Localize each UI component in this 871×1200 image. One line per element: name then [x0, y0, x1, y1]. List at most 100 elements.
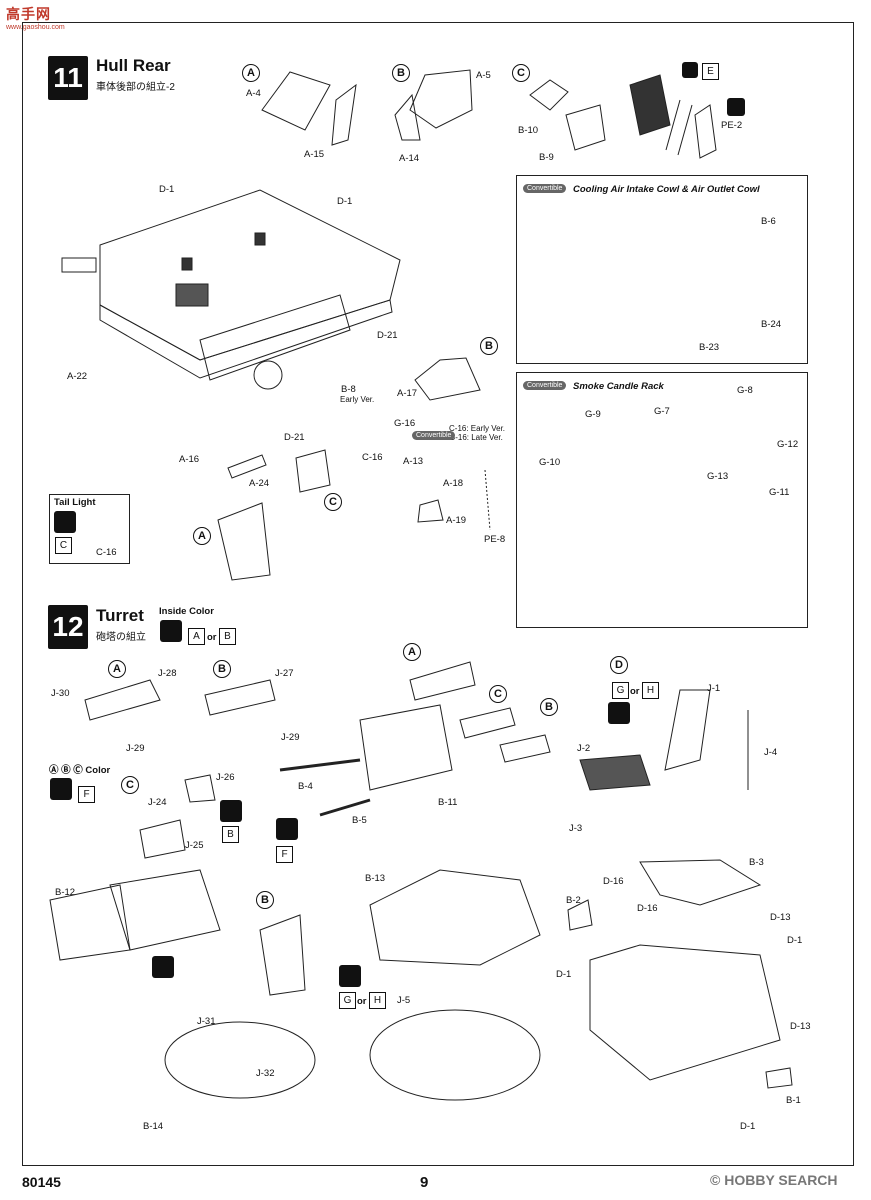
- part-label: D-1: [787, 935, 803, 946]
- part-label: G-9: [585, 409, 601, 420]
- tail-light-part: C-16: [96, 547, 117, 558]
- part-label: J-32: [256, 1068, 275, 1079]
- step-12-title: Turret: [96, 606, 144, 625]
- step-12-number: 12: [48, 605, 88, 649]
- watermark-text: 高手网: [6, 6, 51, 22]
- callout-b: B: [392, 64, 410, 82]
- part-label: A-22: [67, 371, 88, 382]
- part-label: A-14: [399, 153, 420, 164]
- watermark-logo: 高手网 www.gaoshou.com: [6, 4, 65, 31]
- part-label: B-1: [786, 1095, 801, 1106]
- part-label: G-10: [539, 457, 561, 468]
- part-label: J-5: [397, 995, 411, 1006]
- callout-a: A: [242, 64, 260, 82]
- page-frame: [22, 22, 854, 1166]
- part-label: B-5: [352, 815, 367, 826]
- color-c-badge: C: [55, 537, 72, 554]
- tail-light-title: Tail Light: [54, 497, 96, 508]
- callout-c: C: [512, 64, 530, 82]
- part-label: D-1: [740, 1121, 756, 1132]
- part-label: B-12: [55, 887, 76, 898]
- or-label: or: [630, 686, 640, 697]
- part-label: J-30: [51, 688, 70, 699]
- part-label: D-13: [770, 912, 791, 923]
- part-label: J-24: [148, 797, 167, 808]
- paint-icon: [50, 778, 72, 800]
- part-label: B-11: [438, 797, 458, 808]
- callout-b-3: B: [256, 891, 274, 909]
- part-label: B-24: [761, 319, 782, 330]
- part-label: D-21: [377, 330, 398, 341]
- part-label: J-26: [216, 772, 235, 783]
- convertible-badge: Convertible: [523, 381, 567, 390]
- callout-b: B: [213, 660, 231, 678]
- callout-b-2: B: [540, 698, 558, 716]
- part-label: D-1: [337, 196, 353, 207]
- callout-a: A: [108, 660, 126, 678]
- color-a-badge: A: [188, 628, 205, 645]
- part-label: G-13: [707, 471, 729, 482]
- step-11-title: Hull Rear: [96, 56, 171, 75]
- color-f-badge: F: [78, 786, 95, 803]
- paint-icon: [682, 62, 698, 78]
- part-label: J-29: [281, 732, 300, 743]
- callout-a-2: A: [193, 527, 211, 545]
- tail-light-box: Tail Light C C-16: [49, 494, 130, 564]
- paint-icon: [220, 800, 242, 822]
- color-g-badge: G: [612, 682, 629, 699]
- step-12-subtitle: 砲塔の組立: [96, 632, 146, 643]
- or-label: or: [207, 632, 217, 643]
- part-label: B-8: [341, 384, 356, 395]
- part-label: A-19: [446, 515, 467, 526]
- part-label: D-1: [159, 184, 175, 195]
- part-label: J-4: [764, 747, 778, 758]
- smoke-box-title: Smoke Candle Rack: [573, 381, 664, 392]
- callout-c: C: [121, 776, 139, 794]
- part-label: G-11: [769, 487, 790, 498]
- part-label: D-16: [603, 876, 624, 887]
- part-label: A-16: [179, 454, 200, 465]
- photo-etch-icon: [727, 98, 745, 116]
- part-label: J-28: [158, 668, 177, 679]
- part-label: A-24: [249, 478, 270, 489]
- part-label: A-17: [397, 388, 418, 399]
- part-label: D-1: [556, 969, 572, 980]
- color-b-badge: B: [222, 826, 239, 843]
- part-label: B-4: [298, 781, 313, 792]
- part-label: A-15: [304, 149, 325, 160]
- part-label: A-18: [443, 478, 464, 489]
- part-label: J-27: [275, 668, 294, 679]
- color-h-badge: H: [369, 992, 386, 1009]
- part-label: A-13: [403, 456, 424, 467]
- inside-color-title: Inside Color: [159, 606, 214, 617]
- page-number: 9: [420, 1174, 429, 1191]
- part-label: J-29: [126, 743, 145, 754]
- rotate-icon: [152, 956, 174, 978]
- part-label: Early Ver.: [340, 395, 375, 404]
- color-word: Color: [85, 765, 111, 776]
- part-label: J-1: [707, 683, 721, 694]
- cooling-cowl-box: Convertible Cooling Air Intake Cowl & Ai…: [516, 175, 808, 364]
- part-label: B-9: [539, 152, 554, 163]
- part-label: PE-2: [721, 120, 743, 131]
- cooling-box-title: Cooling Air Intake Cowl & Air Outlet Cow…: [573, 184, 760, 195]
- part-label: J-2: [577, 743, 591, 754]
- part-label: B-23: [699, 342, 720, 353]
- part-label: G-12: [777, 439, 799, 450]
- part-label: B-13: [365, 873, 386, 884]
- part-label: A-5: [476, 70, 491, 81]
- paint-icon: [339, 965, 361, 987]
- abc-color-label: Ⓐ Ⓑ Ⓒ Color: [49, 765, 111, 776]
- color-b-badge: B: [219, 628, 236, 645]
- paint-icon: [54, 511, 76, 533]
- convertible-badge: Convertible: [412, 431, 456, 440]
- watermark-url: www.gaoshou.com: [6, 24, 65, 31]
- part-label: B-3: [749, 857, 764, 868]
- part-label: D-16: [637, 903, 658, 914]
- smoke-candle-box: Convertible Smoke Candle Rack G-8 G-9 G-…: [516, 372, 808, 628]
- part-label: D-13: [790, 1021, 811, 1032]
- part-label: B-2: [566, 895, 581, 906]
- part-label: B-10: [518, 125, 539, 136]
- part-label: G-16: [394, 418, 416, 429]
- callout-c-2: C: [489, 685, 507, 703]
